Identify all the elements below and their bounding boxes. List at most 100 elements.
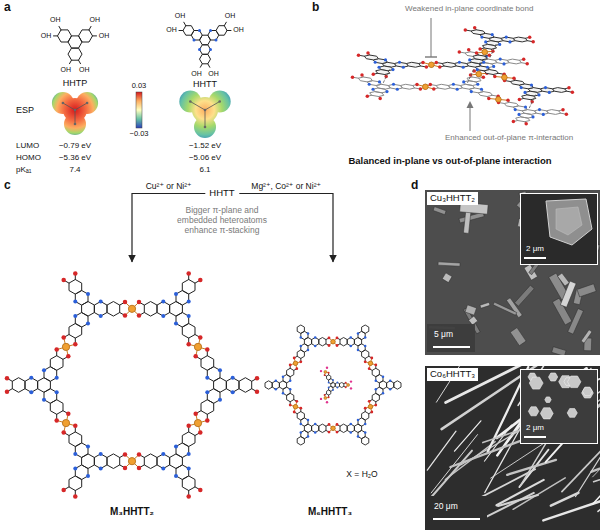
metal-atom — [502, 75, 507, 80]
oxygen-atom — [429, 83, 432, 86]
bond-line — [179, 30, 183, 31]
metal-atom — [368, 404, 372, 408]
atom-ball — [74, 123, 77, 126]
crystal-plate — [438, 262, 460, 266]
benzene-ring — [340, 383, 344, 388]
metal-atom — [194, 420, 201, 427]
oxygen-atom — [360, 73, 363, 76]
metal-atom — [331, 426, 335, 430]
metal-atom — [331, 339, 335, 343]
bond-line — [328, 395, 329, 397]
crystal-group — [515, 285, 535, 306]
nitrogen-atom — [378, 80, 381, 83]
oxygen-atom — [289, 404, 292, 407]
benzene-ring — [516, 117, 530, 122]
metal-atom — [128, 458, 135, 465]
metal-atom — [293, 361, 297, 365]
benzene-ring — [182, 324, 195, 339]
oxygen-atom — [345, 386, 347, 388]
benzene-ring — [358, 77, 372, 82]
nitrogen-atom — [482, 61, 485, 64]
oxygen-atom — [198, 430, 203, 435]
atom-label: OH — [225, 12, 236, 20]
nitrogen-atom — [452, 83, 455, 86]
benzene-ring — [287, 393, 294, 401]
nitrogen-atom — [375, 388, 378, 391]
node-label: Cu₃HHTT₂ — [427, 192, 478, 205]
bond-line — [325, 375, 327, 376]
nitrogen-atom — [391, 68, 394, 71]
metal-atom — [482, 49, 487, 54]
oxygen-atom — [438, 65, 441, 68]
hexagonal-crystal — [529, 377, 543, 389]
pointer-line — [470, 107, 471, 131]
oxygen-atom — [506, 99, 509, 102]
benzene-ring — [12, 378, 25, 393]
nitrogen-atom — [99, 466, 103, 470]
benzene-ring — [370, 92, 384, 97]
benzene-ring — [58, 30, 72, 42]
nitrogen-atom — [537, 93, 540, 96]
nitrogen-atom — [392, 83, 395, 86]
nitrogen-atom — [300, 345, 303, 348]
framework-region: M₃HHTT₂ — [12, 262, 252, 524]
metal-atom — [324, 397, 327, 400]
nitrogen-atom — [73, 299, 77, 303]
reagent-box: HHTT — [205, 186, 239, 201]
bond-line — [344, 383, 346, 384]
nitrogen-atom — [218, 368, 222, 372]
nitrogen-atom — [364, 336, 367, 339]
nitrogen-atom — [476, 68, 479, 71]
nitrogen-atom — [332, 389, 334, 391]
esp-map — [76, 92, 98, 114]
benzene-ring — [467, 77, 481, 82]
nitrogen-atom — [231, 390, 235, 394]
crystal-plate — [493, 302, 517, 315]
nitrogen-atom — [480, 88, 483, 91]
hexagonal-crystal — [549, 373, 558, 381]
oxygen-atom — [54, 347, 59, 352]
figure-label: −0.79 eV — [59, 141, 91, 150]
oxygen-atom — [295, 400, 298, 403]
sem-background — [520, 369, 598, 444]
atom-ball — [204, 126, 207, 129]
nitrogen-atom — [508, 40, 511, 43]
oxygen-atom — [512, 120, 515, 123]
nitrogen-atom — [398, 61, 401, 64]
oxygen-atom — [464, 28, 467, 31]
benzene-ring — [182, 280, 195, 295]
benzene-ring — [200, 54, 211, 64]
benzene-ring — [287, 368, 294, 376]
benzene-ring — [327, 390, 331, 395]
benzene-ring — [182, 476, 195, 491]
nitrogen-atom — [384, 58, 387, 61]
water-ligand — [326, 401, 328, 403]
oxygen-atom — [372, 73, 375, 76]
oxygen-atom — [66, 411, 71, 416]
node-label: M₆HHTT₃ — [254, 506, 406, 518]
nitrogen-atom — [364, 431, 367, 434]
nitrogen-atom — [314, 431, 317, 434]
pointer-bar — [425, 56, 437, 57]
nitrogen-atom — [198, 48, 201, 51]
crystal-needle — [431, 451, 472, 497]
nitrogen-atom — [364, 345, 367, 348]
nitrogen-atom — [215, 39, 218, 42]
figure-label: HHTP — [63, 78, 88, 88]
oxygen-atom — [73, 494, 78, 499]
figure-label: −1.52 eV — [189, 141, 221, 150]
oxygen-atom — [561, 108, 564, 111]
figure-label: pKₐ₁ — [16, 165, 31, 174]
benzene-ring — [297, 350, 304, 358]
metal-atom — [128, 458, 135, 465]
benzene-ring — [107, 454, 120, 469]
crystal-plate — [469, 316, 478, 325]
benzene-ring — [50, 400, 63, 415]
hexagonal-crystal — [568, 376, 581, 388]
crystal-plate — [465, 305, 477, 315]
nitrogen-atom — [174, 444, 178, 448]
benzene-ring — [362, 325, 369, 333]
nitrogen-atom — [161, 452, 165, 456]
nitrogen-atom — [187, 452, 191, 456]
